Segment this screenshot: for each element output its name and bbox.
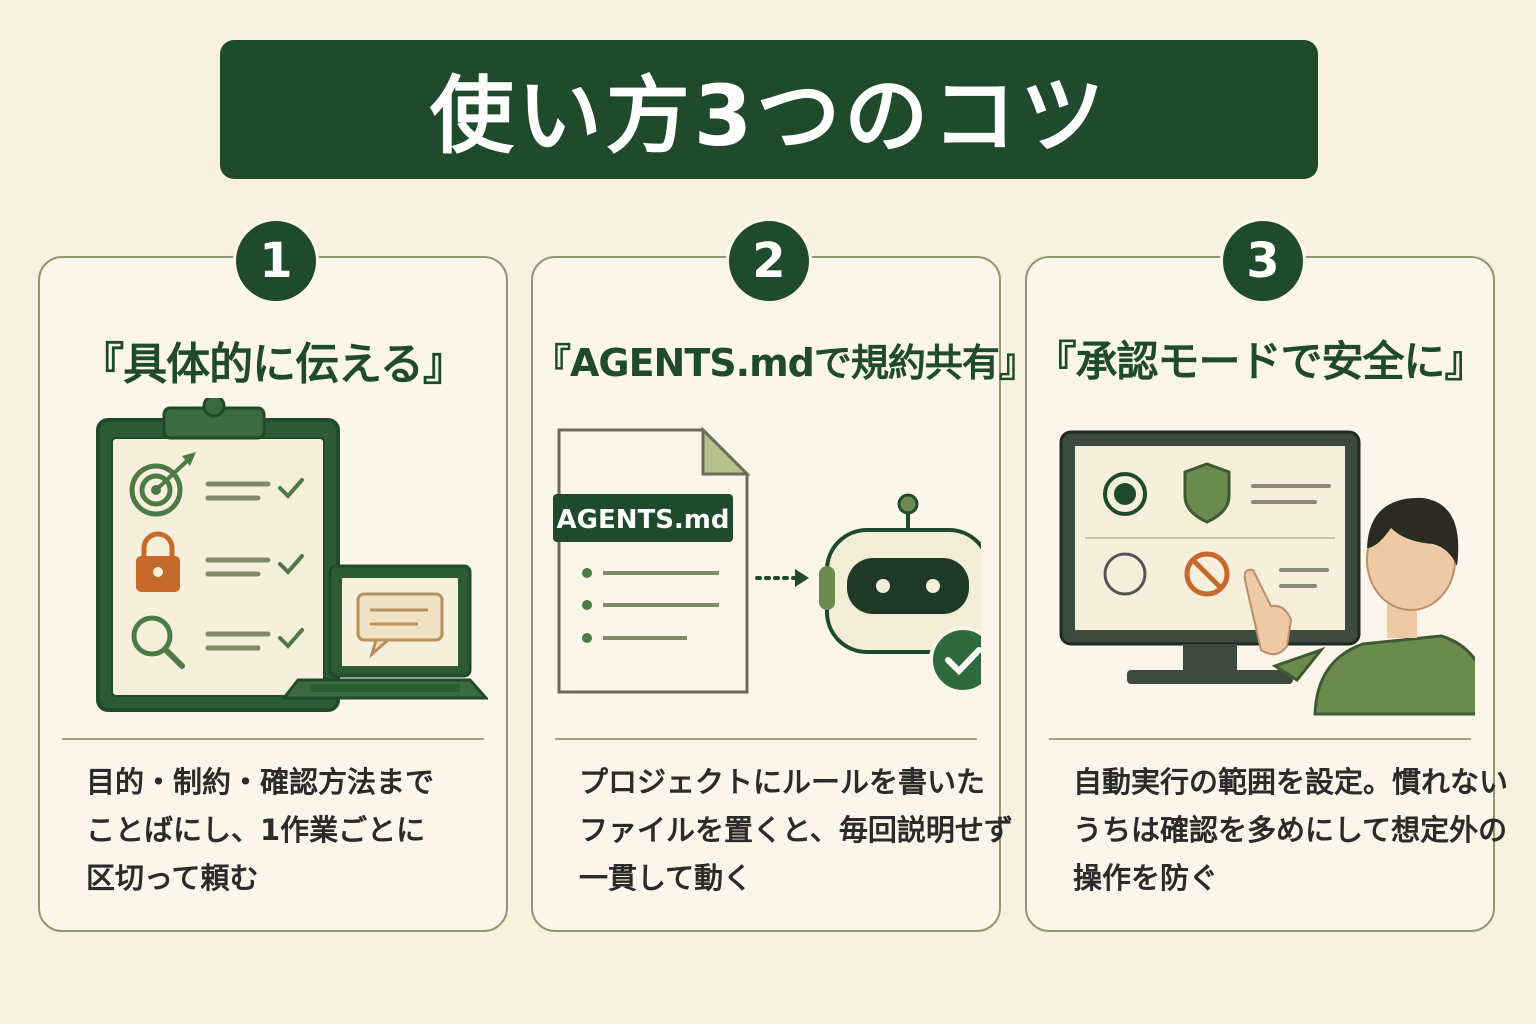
step-number-badge: 3 — [1220, 218, 1306, 304]
file-label-tag — [553, 494, 733, 542]
tip-title: 『承認モードで安全に』 — [1034, 337, 1486, 386]
tip-description: 自動実行の範囲を設定。慣れない うちは確認を多めにして想定外の 操作を防ぐ — [1073, 758, 1509, 902]
desc-line: 目的・制約・確認方法まで — [86, 765, 435, 799]
desc-line: ことばにし、1作業ごとに — [86, 813, 426, 847]
desc-line: ファイルを置くと、毎回説明せず — [579, 813, 1013, 847]
chat-bubble-icon — [356, 592, 444, 659]
radio-empty-icon — [1103, 552, 1147, 596]
header-banner: 使い方3つのコツ — [220, 40, 1318, 179]
radio-selected-icon — [1103, 472, 1147, 516]
step-number-badge: 1 — [233, 218, 319, 304]
tip-title: 『具体的に伝える』 — [80, 339, 467, 390]
check-circle-icon — [929, 626, 981, 694]
shield-icon — [1183, 462, 1231, 524]
document-icon — [557, 426, 751, 694]
desc-line: うちは確認を多めにして想定外の — [1073, 813, 1508, 847]
file-label: AGENTS.md — [556, 505, 729, 535]
lock-icon — [136, 531, 180, 592]
prohibited-icon — [1184, 551, 1230, 597]
step-number-badge: 2 — [726, 218, 812, 304]
divider — [555, 738, 977, 740]
clipboard-laptop-illustration — [96, 398, 488, 712]
desc-line: プロジェクトにルールを書いた — [579, 765, 986, 799]
agents-file-robot-illustration: AGENTS.md — [553, 426, 981, 694]
desc-line: 区切って頼む — [86, 861, 259, 895]
tip-card-3: 3 『承認モードで安全に』 — [1025, 218, 1509, 932]
arrow-right-icon — [755, 569, 809, 587]
desc-line: 自動実行の範囲を設定。慣れない — [1073, 765, 1509, 799]
check-icon — [278, 478, 304, 649]
person-pointing-icon — [1243, 497, 1475, 716]
divider — [62, 738, 484, 740]
tip-title: 『AGENTS.mdで規約共有』 — [533, 341, 1037, 385]
tip-description: プロジェクトにルールを書いた ファイルを置くと、毎回説明せず 一貫して動く — [579, 758, 1013, 902]
desc-line: 一貫して動く — [579, 861, 753, 895]
magnifier-icon — [131, 615, 185, 669]
robot-icon — [819, 493, 981, 654]
divider — [1049, 738, 1471, 740]
tip-description: 目的・制約・確認方法まで ことばにし、1作業ごとに 区切って頼む — [86, 758, 482, 902]
target-icon — [129, 452, 196, 517]
desc-line: 操作を防ぐ — [1073, 861, 1219, 895]
tip-card-1: 1 『具体的に伝える』 — [38, 218, 508, 932]
page-title: 使い方3つのコツ — [429, 67, 1109, 165]
tip-card-2: 2 『AGENTS.mdで規約共有』 AGENTS.md — [531, 218, 1037, 932]
approval-mode-illustration — [1059, 430, 1475, 716]
